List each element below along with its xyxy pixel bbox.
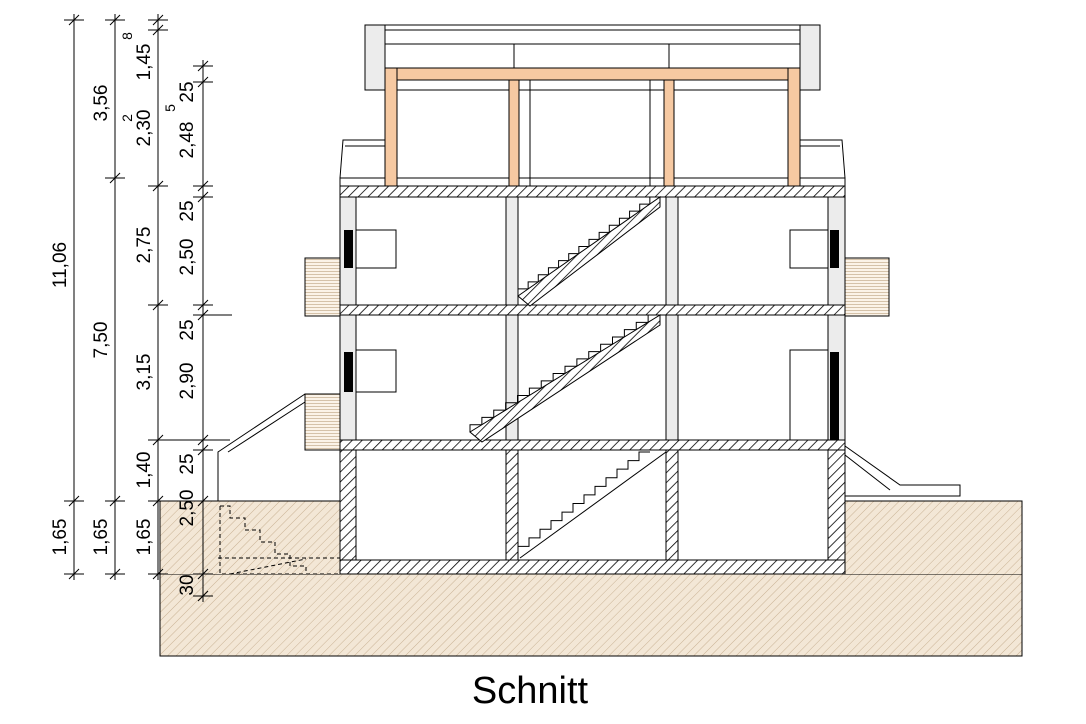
ground <box>159 500 1023 657</box>
dim-col3-a: 1,45 <box>134 44 155 81</box>
exterior-stairs <box>217 393 961 575</box>
dimension-labels: 11,06 1,65 3,56 7,50 1,65 1,45 8 2,30 2 … <box>50 32 198 596</box>
dim-col1-total: 11,06 <box>50 242 71 288</box>
dim-col3-b-small: 2 <box>119 114 135 122</box>
dim-col4-h: 2,50 <box>177 490 198 527</box>
dim-col3-a-small: 8 <box>119 32 135 40</box>
dim-col4-b: 2,48 <box>177 122 198 159</box>
basement <box>339 449 846 575</box>
upper-walls <box>339 196 846 441</box>
dim-col2-upper: 3,56 <box>91 85 112 122</box>
dim-col2-lower: 1,65 <box>91 519 112 556</box>
interior-stairs <box>469 196 667 559</box>
windows <box>344 229 839 441</box>
sunshades <box>304 257 890 451</box>
dim-col4-a: 25 <box>177 81 198 102</box>
dim-col4-g: 25 <box>177 453 198 474</box>
stair-upper <box>517 196 661 307</box>
dim-col3-d: 3,15 <box>134 354 155 391</box>
dim-col3-c: 2,75 <box>134 227 155 264</box>
dim-col4-f: 2,90 <box>177 363 198 400</box>
dim-col4-i: 30 <box>177 574 198 595</box>
dim-col4-a-small: 5 <box>162 104 178 112</box>
dim-col3-e: 1,40 <box>134 452 155 489</box>
drawing-title: Schnitt <box>472 670 589 712</box>
dim-col2-middle: 7,50 <box>91 322 112 359</box>
stair-basement <box>517 451 667 559</box>
dim-col4-e: 25 <box>177 319 198 340</box>
stair-middle <box>469 314 661 443</box>
roof-structure <box>339 24 846 187</box>
dim-col1-lower: 1,65 <box>50 519 71 556</box>
dim-col4-d: 2,50 <box>177 239 198 276</box>
slabs <box>339 177 846 451</box>
dimension-lines <box>64 14 232 602</box>
dim-col4-c: 25 <box>177 200 198 221</box>
dim-col3-f: 1,65 <box>134 519 155 556</box>
dim-col3-b: 2,30 <box>134 110 155 147</box>
